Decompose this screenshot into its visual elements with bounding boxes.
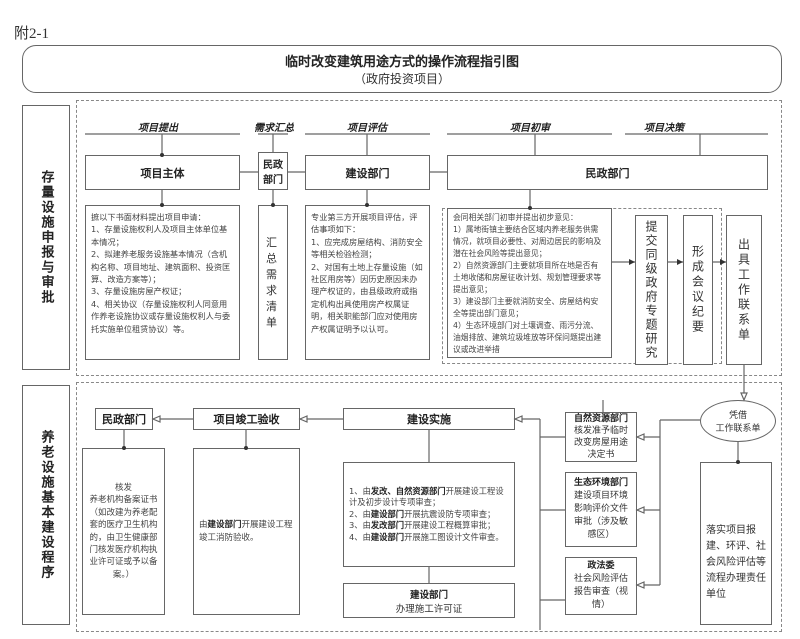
header-links — [161, 134, 701, 208]
evaluation-items: 专业第三方开展项目评估，评估事项如下： 1、应完成房屋结构、消防安全等相关检验检… — [305, 205, 430, 360]
section1-frame — [76, 100, 782, 376]
permit-text: 办理施工许可证 — [395, 603, 463, 615]
natural-resources-box: 自然资源部门核发准予临时改变房屋用途决定书 — [565, 412, 637, 462]
acceptance-box: 项目竣工验收 — [193, 408, 300, 430]
decision-arrows — [612, 261, 745, 400]
open-arrowheads — [151, 392, 748, 589]
phase-label: 项目决策 — [644, 123, 684, 134]
political-legal-box: 政法委社会风险评估报告审查（视情） — [565, 557, 637, 615]
fire-acceptance: 由建设部门开展建设工程竣工消防验收。 — [193, 448, 300, 615]
dots — [122, 153, 740, 464]
text: 由 — [199, 520, 208, 531]
doc-label: 附2-1 — [14, 26, 49, 42]
impl-item: 4、由建设部门开展施工图设计文件审查。 — [349, 531, 504, 542]
page-title: 临时改变建筑用途方式的操作流程指引图 — [284, 55, 519, 70]
phase-label: 项目提出 — [138, 123, 178, 134]
section2-links — [123, 400, 739, 630]
section2-frame — [76, 382, 782, 632]
text: 开展建设工程竣工消防验收。 — [199, 520, 293, 543]
civil-affairs-box: 民政部门 — [258, 152, 288, 190]
initial-review: 会同相关部门初审并提出初步意见： 1）属地街镇主要结合区域内养老服务供需情况，就… — [447, 208, 612, 358]
impl-item: 3、由发改部门开展建设工程概算审批； — [349, 520, 496, 531]
responsible-unit: 落实项目报建、环评、社会风险评估等流程办理责任单位 — [700, 462, 772, 625]
section2-label: 养老设施基本建设程序 — [22, 385, 70, 625]
meeting-minutes: 形成会议纪要 — [683, 215, 713, 365]
ecology-box: 生态环境部门建设项目环境影响评价文件审批（涉及敏感区） — [565, 472, 637, 547]
dept-name: 建设部门 — [207, 520, 242, 531]
page-subtitle: （政府投资项目） — [353, 72, 450, 86]
construction-dept-box: 建设部门 — [305, 155, 430, 190]
demand-summary: 汇总需求清单 — [258, 205, 288, 360]
contact-form-ellipse: 凭借 工作联系单 — [700, 400, 776, 442]
phase-label: 项目评估 — [347, 123, 387, 134]
construction-permit: 建设部门办理施工许可证 — [343, 583, 515, 618]
section1-label: 存量设施申报与审批 — [22, 105, 70, 370]
phase-label: 需求汇总 — [254, 123, 294, 134]
civil-affairs-box: 民政部门 — [447, 155, 768, 190]
civil-affairs-box: 民政部门 — [95, 408, 153, 430]
impl-item: 2、由建设部门开展抗震设防专项审查； — [349, 508, 496, 519]
impl-item: 1、由发改、自然资源部门开展建设工程设计及初步设计专项审查； — [349, 485, 504, 508]
phase-label: 项目初审 — [510, 123, 550, 134]
government-study: 提交同级政府专题研究 — [635, 215, 668, 365]
application-materials: 摭以下书面材料提出项目申请： 1、存量设施权利人及项目主体单位基本情况； 2、拟… — [85, 205, 240, 360]
work-contact-form: 出具工作联系单 — [726, 215, 762, 365]
implementation-items: 1、由发改、自然资源部门开展建设工程设计及初步设计专项审查； 2、由建设部门开展… — [343, 462, 515, 567]
filing-certificate: 核发 养老机构备案证书 （如改建为养老配套的医疗卫生机构的，由卫生健康部门核发医… — [82, 448, 165, 615]
title-box: 临时改变建筑用途方式的操作流程指引图 （政府投资项目） — [22, 45, 782, 93]
permit-title: 建设部门 — [409, 589, 448, 601]
